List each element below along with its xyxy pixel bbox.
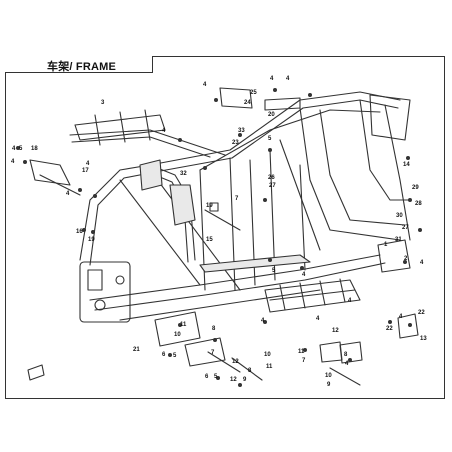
svg-text:17: 17: [82, 168, 89, 174]
svg-text:4: 4: [86, 161, 90, 167]
svg-text:5: 5: [173, 353, 177, 359]
svg-text:27: 27: [402, 225, 409, 231]
svg-text:4: 4: [420, 260, 424, 266]
svg-text:26: 26: [268, 175, 275, 181]
right-side-mount: [377, 239, 411, 273]
svg-text:6: 6: [162, 352, 166, 358]
gusset-plate: [169, 184, 196, 226]
svg-text:19: 19: [88, 237, 95, 243]
center-bar: [204, 209, 241, 231]
svg-text:4: 4: [162, 128, 166, 134]
svg-text:23: 23: [232, 140, 239, 146]
svg-text:4: 4: [270, 76, 274, 82]
fastener-markers: [16, 88, 422, 387]
svg-text:16: 16: [76, 229, 83, 235]
page-title: 车架/ FRAME: [47, 61, 117, 73]
svg-text:4: 4: [66, 191, 70, 197]
svg-text:18: 18: [31, 146, 38, 152]
svg-text:22: 22: [386, 326, 393, 332]
svg-text:10: 10: [264, 352, 271, 358]
rear-plate: [369, 94, 411, 141]
svg-text:21: 21: [133, 347, 140, 353]
svg-text:6: 6: [205, 374, 209, 380]
svg-text:2: 2: [404, 256, 408, 262]
svg-text:11: 11: [266, 364, 273, 370]
svg-text:32: 32: [180, 171, 187, 177]
svg-text:12: 12: [232, 359, 239, 365]
svg-text:33: 33: [238, 128, 245, 134]
lower-rail: [89, 254, 381, 301]
svg-text:4: 4: [261, 318, 265, 324]
title-box: [5, 56, 153, 73]
svg-text:12: 12: [230, 377, 237, 383]
svg-text:20: 20: [268, 112, 275, 118]
svg-text:27: 27: [269, 183, 276, 189]
svg-text:7: 7: [235, 196, 239, 202]
svg-text:5: 5: [272, 268, 276, 274]
frame-top-rail-left: [69, 129, 226, 156]
svg-text:9: 9: [243, 377, 247, 383]
footrest-bracket-right: [264, 279, 361, 313]
upper-bracket-24: [219, 87, 253, 109]
svg-text:1: 1: [384, 242, 388, 248]
svg-text:10: 10: [325, 373, 332, 379]
svg-text:31: 31: [395, 237, 402, 243]
svg-text:4: 4: [345, 361, 349, 367]
svg-text:5: 5: [214, 374, 218, 380]
svg-text:11: 11: [180, 322, 187, 328]
svg-text:4: 4: [11, 159, 15, 165]
svg-text:8: 8: [344, 352, 348, 358]
svg-text:4: 4: [286, 76, 290, 82]
svg-text:10: 10: [174, 332, 181, 338]
svg-text:28: 28: [415, 201, 422, 207]
svg-text:3: 3: [101, 100, 105, 106]
svg-text:8: 8: [248, 368, 252, 374]
svg-text:24: 24: [244, 100, 251, 106]
svg-text:5: 5: [19, 146, 23, 152]
svg-text:25: 25: [250, 90, 257, 96]
lower-bracket-left: [154, 311, 201, 347]
svg-text:7: 7: [302, 358, 306, 364]
lower-bracket-right: [319, 341, 343, 363]
front-mount-block: [79, 261, 131, 323]
svg-text:29: 29: [412, 185, 419, 191]
left-mount-bracket: [29, 159, 71, 186]
svg-text:22: 22: [418, 310, 425, 316]
svg-text:4: 4: [12, 146, 16, 152]
svg-text:14: 14: [403, 162, 410, 168]
svg-text:8: 8: [212, 326, 216, 332]
svg-text:15: 15: [206, 237, 213, 243]
svg-text:12: 12: [332, 328, 339, 334]
svg-text:9: 9: [327, 382, 331, 388]
svg-text:4: 4: [348, 298, 352, 304]
svg-text:19: 19: [206, 203, 213, 209]
svg-text:4: 4: [399, 314, 403, 320]
svg-text:5: 5: [268, 136, 272, 142]
svg-text:4: 4: [302, 272, 306, 278]
rear-subframe: [299, 107, 401, 241]
small-bracket-13: [397, 313, 419, 339]
diagram-sheet: [5, 56, 445, 399]
svg-text:11: 11: [298, 349, 305, 355]
direction-arrow-icon: [27, 364, 45, 381]
top-bracket-assembly: [74, 114, 166, 141]
svg-text:13: 13: [420, 336, 427, 342]
lower-crossmember: [199, 254, 311, 273]
svg-text:4: 4: [316, 316, 320, 322]
svg-text:7: 7: [211, 350, 215, 356]
svg-text:30: 30: [396, 213, 403, 219]
svg-text:4: 4: [203, 82, 207, 88]
